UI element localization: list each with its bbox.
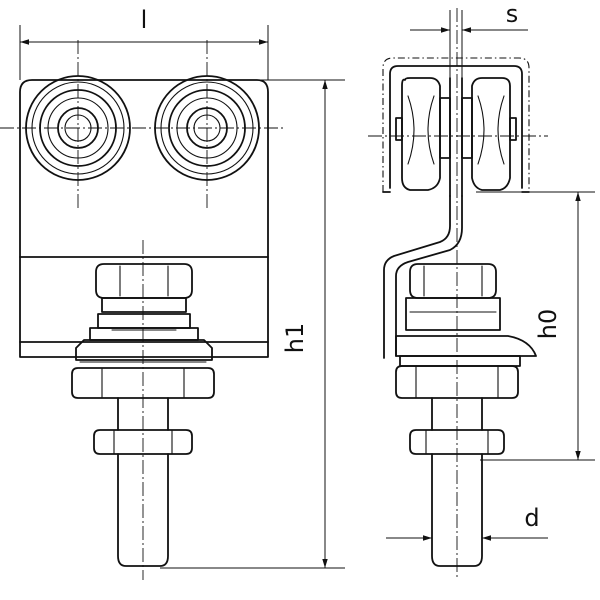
dimension-s: s <box>410 0 528 78</box>
dimension-h0: h0 <box>476 191 595 461</box>
side-view <box>368 8 548 580</box>
front-lock-nut <box>93 429 193 455</box>
dimension-label-d: d <box>524 504 539 532</box>
front-upper-nut <box>89 263 199 341</box>
side-upper-nut <box>405 263 501 331</box>
front-bolt-shaft-upper <box>117 397 169 431</box>
side-housing-inner <box>389 65 523 189</box>
dimension-label-h1: h1 <box>281 323 309 353</box>
dimension-l: l <box>19 6 269 80</box>
dimension-d: d <box>386 504 548 541</box>
side-lower-nut <box>395 365 519 399</box>
side-left-wheel <box>395 77 451 191</box>
side-housing-outline <box>382 57 530 192</box>
dimension-label-l: l <box>141 6 148 34</box>
front-washer <box>75 339 213 361</box>
side-base-plate <box>395 335 537 357</box>
dimension-label-h0: h0 <box>534 309 562 339</box>
side-lock-nut <box>409 429 505 455</box>
front-view <box>0 40 285 580</box>
side-right-wheel <box>461 77 517 191</box>
front-plate <box>19 79 269 358</box>
dimension-h1: h1 <box>160 79 345 569</box>
dimension-label-s: s <box>506 0 519 28</box>
side-offset-arm <box>383 195 463 359</box>
side-washer <box>399 355 521 367</box>
